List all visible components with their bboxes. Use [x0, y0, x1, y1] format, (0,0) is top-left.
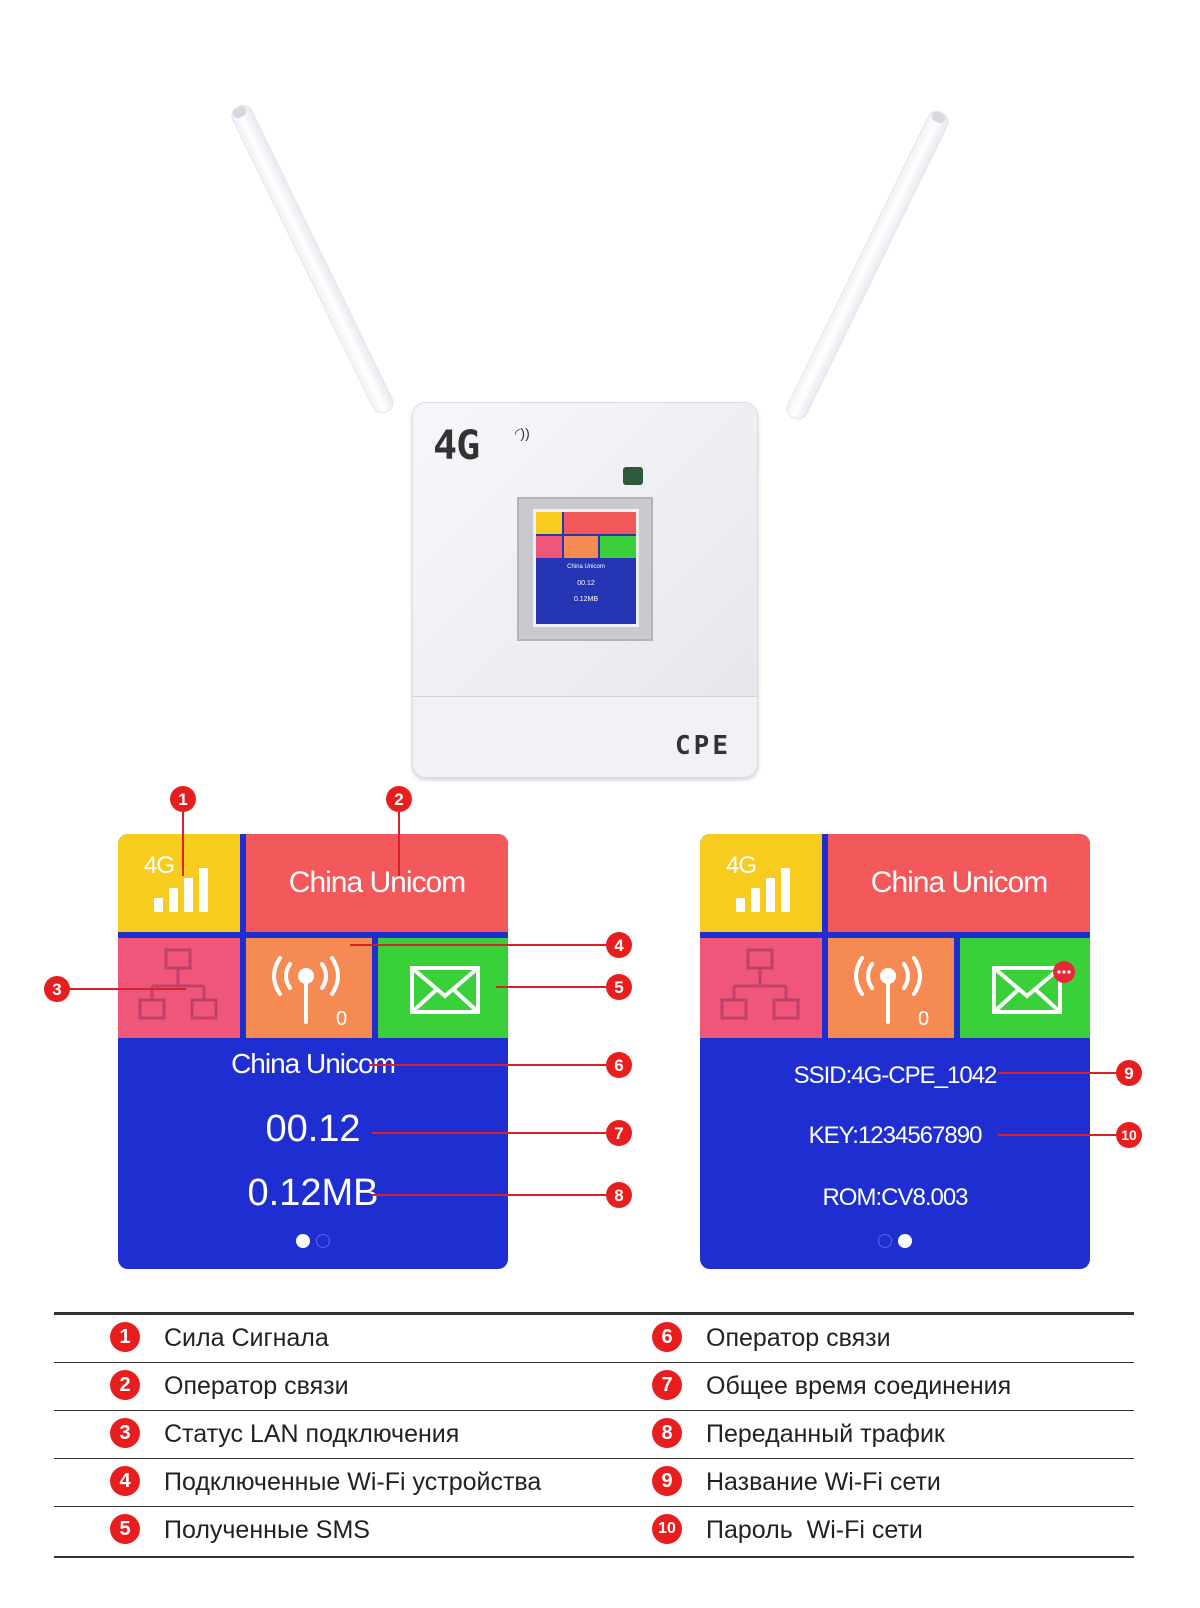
mini-time-text: 00.12 [577, 580, 595, 587]
callout-badge-8: 8 [606, 1182, 632, 1208]
legend-text-8: Переданный трафик [706, 1420, 945, 1448]
callout-badge-3: 3 [44, 976, 70, 1002]
display-screen-page-1: 4G China Unicom [118, 834, 508, 1269]
callout-badge-6: 6 [606, 1052, 632, 1078]
legend-top-rule [54, 1312, 1134, 1315]
legend-text-5: Полученные SMS [164, 1516, 370, 1544]
sms-tile [378, 938, 508, 1038]
page-indicator [700, 1234, 1090, 1253]
lan-network-icon [720, 948, 800, 1020]
legend-badge-6: 6 [652, 1322, 682, 1352]
callout-line-7 [372, 1132, 606, 1134]
display-screen-page-2: 4G China Unicom [700, 834, 1090, 1269]
sim-indicator [623, 467, 643, 485]
router-base: CPE [413, 696, 757, 777]
callout-line-6 [370, 1064, 606, 1066]
traffic-amount: 0.12MB [247, 1172, 379, 1214]
callout-badge-4: 4 [606, 932, 632, 958]
callout-line-9 [998, 1072, 1116, 1074]
legend-text-1: Сила Сигнала [164, 1324, 329, 1352]
lte-waves-icon: ◜)) [515, 425, 530, 441]
envelope-icon [410, 966, 480, 1014]
callout-line-3 [70, 988, 186, 990]
legend-badge-3: 3 [110, 1418, 140, 1448]
wifi-device-count: 0 [918, 1008, 930, 1030]
legend-badge-8: 8 [652, 1418, 682, 1448]
signal-tile: 4G [118, 834, 240, 932]
legend-badge-2: 2 [110, 1370, 140, 1400]
wifi-devices-tile: 0 [246, 938, 372, 1038]
mini-operator-text: China Unicom [567, 564, 605, 570]
legend-text-6: Оператор связи [706, 1324, 891, 1352]
wifi-devices-tile: 0 [828, 938, 954, 1038]
page-dot-inactive [316, 1234, 330, 1248]
legend-bottom-rule [54, 1556, 1134, 1558]
page-dot-active [296, 1234, 310, 1248]
lan-network-icon [138, 948, 218, 1020]
sms-tile [960, 938, 1090, 1038]
callout-line-5 [496, 986, 606, 988]
legend-text-10: Пароль Wi-Fi сети [706, 1516, 923, 1544]
mini-sms-tile [600, 536, 636, 558]
signal-bars-icon [736, 862, 806, 912]
callout-line-1 [182, 812, 184, 876]
wifi-key: KEY:1234567890 [808, 1122, 983, 1149]
firmware-version: ROM:CV8.003 [822, 1184, 968, 1211]
mini-wifi-tile [564, 536, 598, 558]
network-type-label: 4G [144, 852, 175, 879]
legend-text-7: Общее время соединения [706, 1372, 1012, 1400]
mini-lan-tile [536, 536, 562, 558]
right-antenna [783, 107, 952, 423]
lan-status-tile [700, 938, 822, 1038]
callout-badge-1: 1 [170, 786, 196, 812]
wifi-antenna-icon [854, 956, 922, 1024]
callout-line-2 [398, 812, 400, 876]
callout-badge-10: 10 [1116, 1122, 1142, 1148]
operator-name-line: China Unicom [231, 1048, 396, 1079]
callout-badge-5: 5 [606, 974, 632, 1000]
router-lcd-screen: China Unicom 00.12 0.12MB [533, 509, 639, 627]
legend-badge-1: 1 [110, 1322, 140, 1352]
page-dot-inactive [878, 1234, 892, 1248]
legend-row-divider [54, 1362, 1134, 1363]
mini-signal-tile [536, 512, 562, 534]
callout-badge-2: 2 [386, 786, 412, 812]
mini-operator-tile [564, 512, 636, 534]
legend-badge-4: 4 [110, 1466, 140, 1496]
page-indicator [118, 1234, 508, 1253]
signal-tile: 4G [700, 834, 822, 932]
legend-text-2: Оператор связи [164, 1372, 349, 1400]
legend-row-divider [54, 1506, 1134, 1507]
router-brand-logo: 4G [433, 423, 480, 469]
mini-traffic-text: 0.12MB [573, 596, 599, 603]
callout-line-4 [350, 944, 606, 946]
legend-row-divider [54, 1410, 1134, 1411]
operator-tile: China Unicom [246, 834, 508, 932]
legend-text-9: Название Wi-Fi сети [706, 1468, 941, 1496]
envelope-icon [992, 961, 1075, 1014]
wifi-antenna-icon [272, 956, 340, 1024]
legend-row-divider [54, 1458, 1134, 1459]
callout-line-10 [998, 1134, 1116, 1136]
connection-time: 00.12 [265, 1108, 361, 1150]
signal-bars-icon [154, 862, 224, 912]
router-body: 4G ◜)) China Unicom 00.12 0.12MB CPE [412, 402, 758, 778]
callout-line-8 [372, 1194, 606, 1196]
legend-text-4: Подключенные Wi-Fi устройства [164, 1468, 542, 1496]
left-antenna [228, 101, 397, 417]
router-lcd-frame: China Unicom 00.12 0.12MB [517, 497, 653, 641]
legend-badge-7: 7 [652, 1370, 682, 1400]
legend-badge-10: 10 [652, 1514, 682, 1544]
wifi-device-count: 0 [336, 1008, 348, 1030]
legend-badge-5: 5 [110, 1514, 140, 1544]
callout-badge-9: 9 [1116, 1060, 1142, 1086]
page-dot-active [898, 1234, 912, 1248]
legend-badge-9: 9 [652, 1466, 682, 1496]
network-type-label: 4G [726, 852, 757, 879]
cpe-logo: CPE [675, 731, 731, 761]
operator-tile: China Unicom [828, 834, 1090, 932]
wifi-ssid: SSID:4G-CPE_1042 [793, 1062, 998, 1089]
callout-badge-7: 7 [606, 1120, 632, 1146]
legend-text-3: Статус LAN подключения [164, 1420, 460, 1448]
